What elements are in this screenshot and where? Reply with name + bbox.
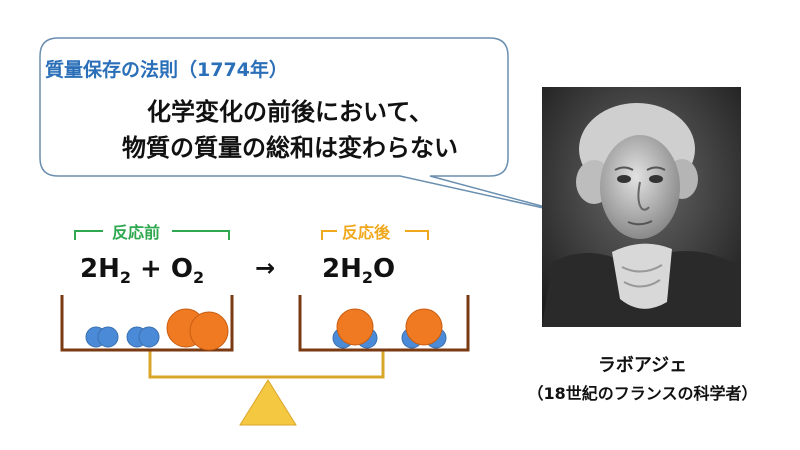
left-pan [60, 295, 234, 352]
h2o-molecule-1 [332, 308, 378, 349]
h2-molecule-1 [85, 326, 119, 348]
before-formula: 2H2 + O2 [80, 254, 205, 288]
before-label: 反応前 [112, 223, 161, 242]
after-label: 反応後 [342, 223, 391, 242]
reaction-arrow: → [255, 254, 276, 282]
person-description: （18世紀のフランスの科学者） [527, 384, 758, 403]
balance-fulcrum [239, 379, 297, 426]
o2-molecule [166, 308, 229, 351]
balance-beam [148, 350, 385, 379]
bubble-line-2: 物質の質量の総和は変わらない [122, 134, 458, 162]
portrait-illustration [542, 87, 741, 327]
bubble-line-1: 化学変化の前後において、 [146, 98, 434, 126]
after-formula: 2H2O [322, 254, 396, 288]
speech-bubble-outline [39, 37, 576, 216]
bubble-title: 質量保存の法則（1774年） [45, 59, 288, 81]
h2o-molecule-2 [401, 308, 447, 349]
after-bracket [321, 230, 429, 240]
person-name: ラボアジェ [597, 355, 688, 376]
h2-molecule-2 [126, 326, 160, 348]
before-bracket [74, 230, 230, 240]
right-pan [298, 295, 470, 352]
